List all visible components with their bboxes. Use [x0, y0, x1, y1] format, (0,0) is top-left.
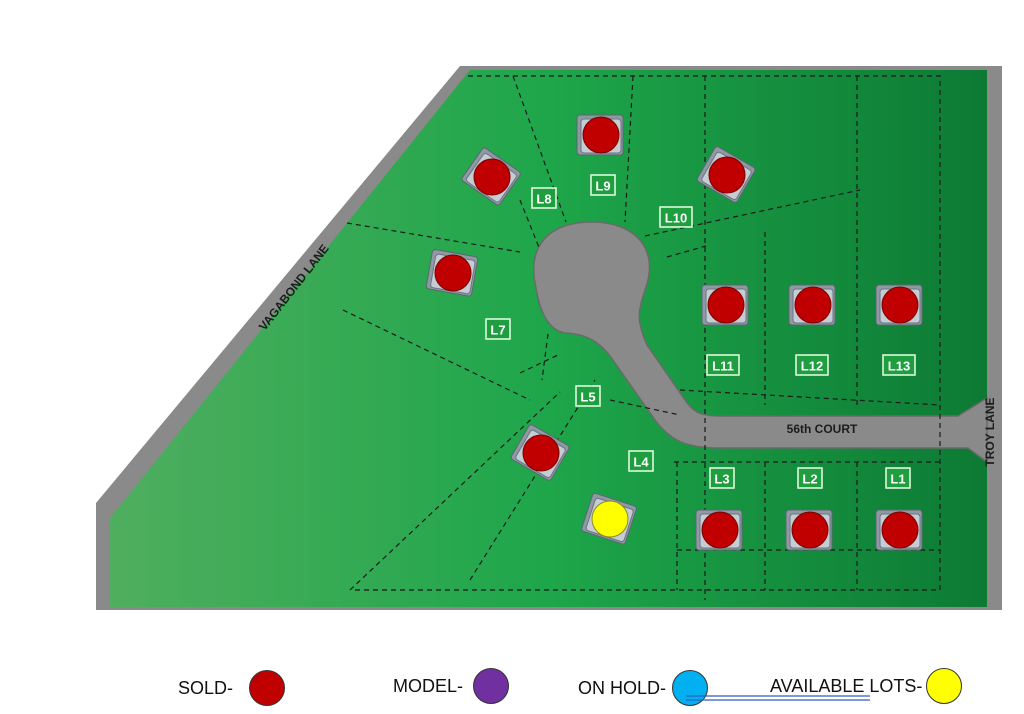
map-legend: SOLD- MODEL- ON HOLD- AVAILABLE LOTS- — [0, 664, 1024, 714]
lot-label-l12[interactable]: L12 — [795, 354, 829, 376]
status-marker-l3[interactable] — [701, 511, 739, 549]
lot-label-l9[interactable]: L9 — [590, 174, 616, 196]
legend-on-hold-label: ON HOLD- — [578, 677, 667, 698]
lot-label-l4[interactable]: L4 — [628, 450, 654, 472]
lot-label-text: L13 — [888, 359, 910, 374]
legend-underline-decoration — [686, 695, 870, 701]
lot-label-l10[interactable]: L10 — [659, 206, 693, 228]
lot-label-text: L10 — [665, 211, 687, 226]
lot-label-text: L2 — [802, 472, 817, 487]
grass-field — [110, 70, 987, 607]
lot-label-text: L8 — [536, 192, 551, 207]
lot-label-text: L5 — [580, 390, 595, 405]
legend-available-label: AVAILABLE LOTS- — [770, 675, 923, 696]
lot-label-l5[interactable]: L5 — [575, 385, 601, 407]
lot-label-text: L3 — [714, 472, 729, 487]
legend-sold-label: SOLD- — [178, 677, 234, 698]
status-marker-l12[interactable] — [794, 286, 832, 324]
lot-label-l2[interactable]: L2 — [797, 467, 823, 489]
status-marker-l13[interactable] — [881, 286, 919, 324]
legend-available-swatch — [926, 668, 963, 704]
street-troy-lane: TROY LANE — [983, 397, 997, 466]
legend-sold: SOLD- — [178, 670, 286, 706]
street-56th-court: 56th COURT — [787, 422, 858, 436]
status-markers-layer — [434, 116, 919, 549]
lot-label-text: L11 — [712, 359, 734, 374]
status-marker-l10[interactable] — [708, 156, 746, 194]
legend-available: AVAILABLE LOTS- — [770, 668, 963, 704]
lot-label-text: L1 — [890, 472, 905, 487]
status-marker-l4[interactable] — [591, 500, 629, 538]
status-marker-l8[interactable] — [473, 158, 511, 196]
lot-label-text: L9 — [595, 179, 610, 194]
lot-label-l3[interactable]: L3 — [709, 467, 735, 489]
legend-model-label: MODEL- — [393, 675, 464, 696]
lot-label-text: L12 — [801, 359, 823, 374]
status-marker-l7[interactable] — [434, 254, 472, 292]
lot-label-l13[interactable]: L13 — [882, 354, 916, 376]
status-marker-l9[interactable] — [582, 116, 620, 154]
status-marker-l1[interactable] — [881, 511, 919, 549]
lot-label-l8[interactable]: L8 — [531, 187, 557, 209]
lot-label-l11[interactable]: L11 — [706, 354, 740, 376]
status-marker-l5[interactable] — [522, 434, 560, 472]
lot-label-text: L7 — [490, 323, 505, 338]
legend-on-hold: ON HOLD- — [578, 670, 709, 706]
legend-model-swatch — [473, 668, 510, 704]
legend-model: MODEL- — [393, 668, 510, 704]
lot-label-text: L4 — [633, 455, 649, 470]
lot-label-l1[interactable]: L1 — [885, 467, 911, 489]
status-marker-l2[interactable] — [791, 511, 829, 549]
cul-de-sac-road — [533, 221, 988, 464]
legend-sold-swatch — [249, 670, 286, 706]
status-marker-l11[interactable] — [707, 286, 745, 324]
lot-label-l7[interactable]: L7 — [485, 318, 511, 340]
